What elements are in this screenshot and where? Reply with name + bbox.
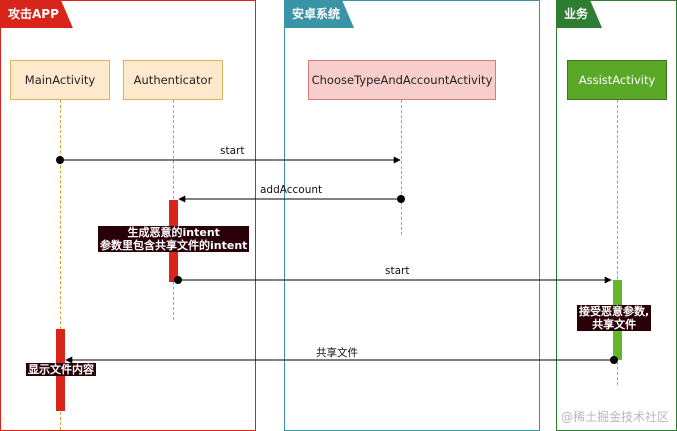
actor-choose-activity-label: ChooseTypeAndAccountActivity [311,73,493,87]
message-start-main-to-choose [56,156,401,164]
message-label-add-account: addAccount [260,184,323,196]
actor-choose-activity: ChooseTypeAndAccountActivity [308,60,496,100]
pool-android-system: 安卓系统 [284,0,540,431]
message-shared-file [65,356,618,364]
note-malicious-intent: 生成恶意的intent 参数里包含共享文件的intent [98,226,250,252]
actor-authenticator-label: Authenticator [133,73,213,87]
lifeline-choose-activity [401,100,402,235]
note-show-file-content: 显示文件内容 [26,363,96,376]
note-receive-params-line-1: 接受恶意参数, [579,305,650,318]
note-receive-params: 接受恶意参数, 共享文件 [577,305,652,331]
actor-main-activity: MainActivity [10,60,110,100]
note-show-file-content-line: 显示文件内容 [28,363,94,376]
lifeline-main-activity [60,100,61,430]
message-label-start-2: start [385,265,410,277]
actor-assist-activity-label: AssistActivity [578,73,656,87]
actor-assist-activity: AssistActivity [567,60,667,100]
note-malicious-intent-line-2: 参数里包含共享文件的intent [100,239,248,252]
watermark: @稀土掘金技术社区 [560,410,669,424]
lifeline-assist-activity [617,100,618,385]
pool-android-system-title: 安卓系统 [284,0,354,28]
message-label-shared-file: 共享文件 [316,347,358,359]
message-label-start-1: start [220,145,245,157]
note-malicious-intent-line-1: 生成恶意的intent [127,226,220,239]
message-add-account [178,195,405,203]
actor-authenticator: Authenticator [123,60,223,100]
pool-attacker-app-title: 攻击APP [0,0,73,28]
note-receive-params-line-2: 共享文件 [592,318,637,331]
message-start-auth-to-assist [174,276,612,284]
pool-attacker-app: 攻击APP [0,0,256,431]
actor-main-activity-label: MainActivity [24,73,96,87]
